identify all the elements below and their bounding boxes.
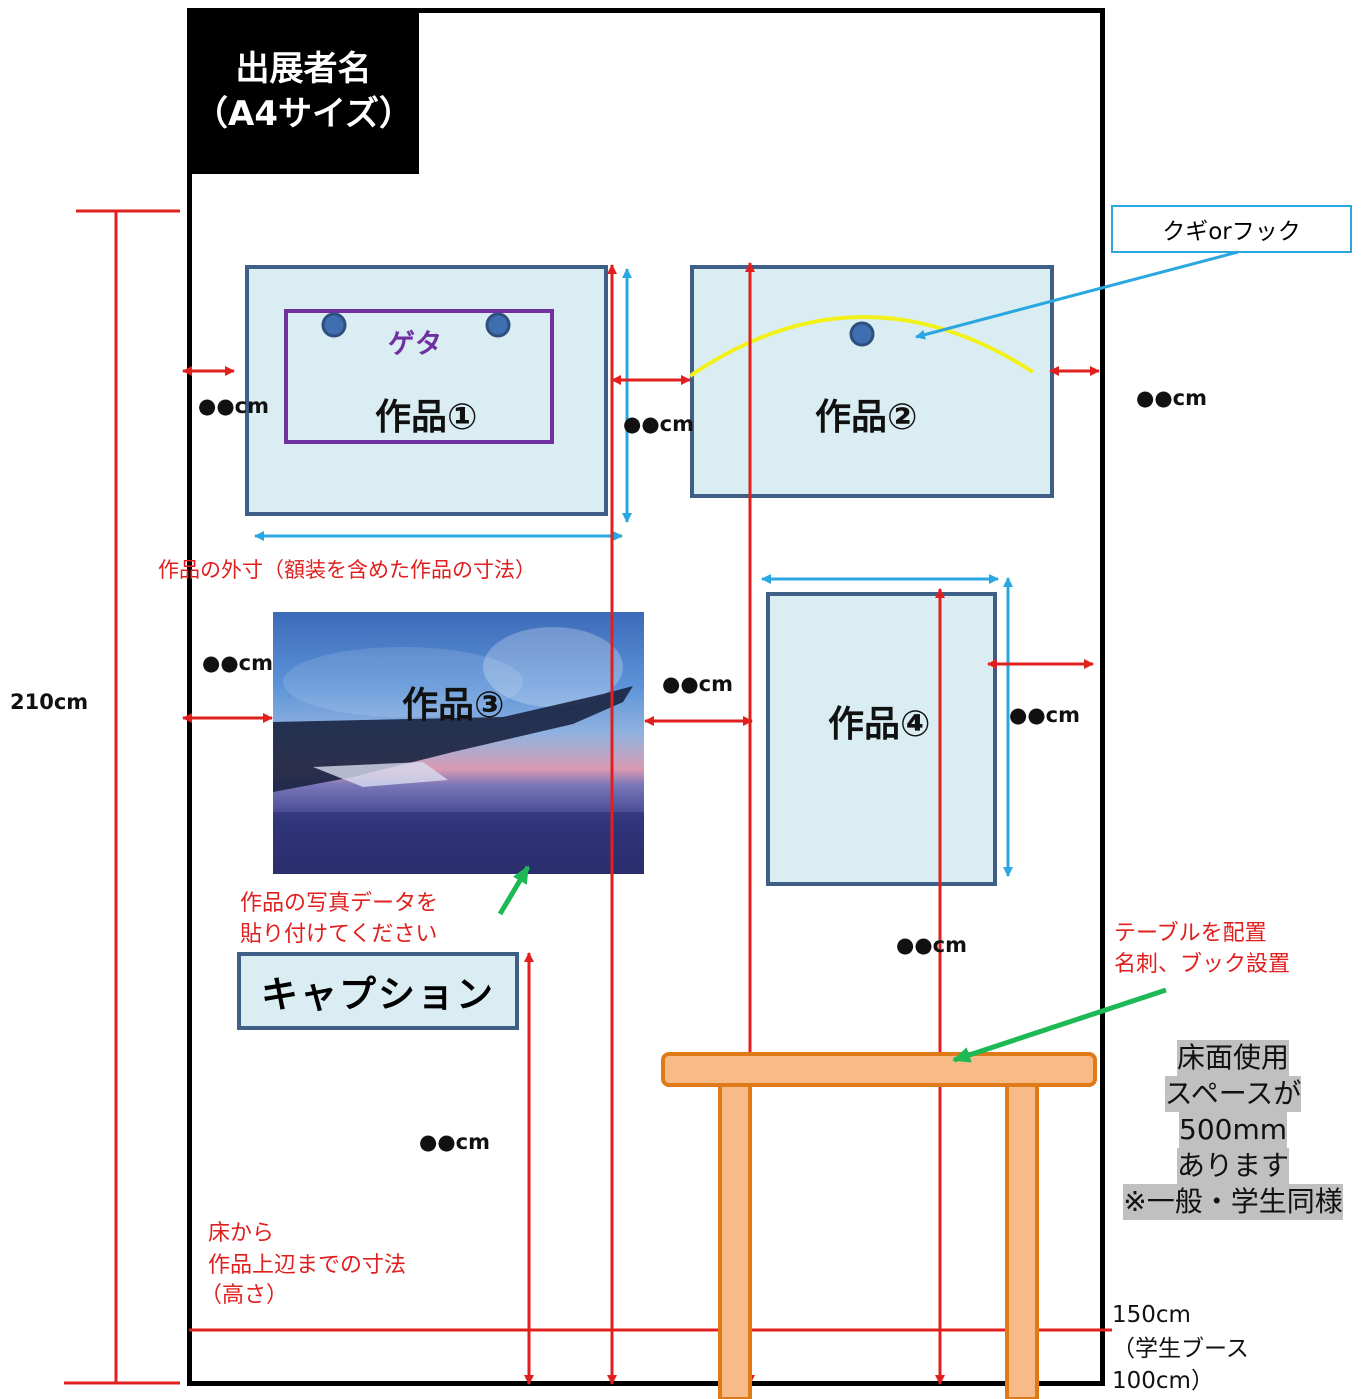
wall-panel — [187, 8, 1105, 1386]
gap-dimension: ●●cm — [198, 394, 269, 418]
floor-note-line: ※一般・学生同様 — [1123, 1184, 1343, 1220]
gap-dimension: ●●cm — [662, 672, 733, 696]
gap-dimension: ●●cm — [1136, 386, 1207, 410]
work-2-label: 作品② — [815, 397, 918, 438]
caption-box: キャプション — [237, 952, 519, 1030]
hanging-wire — [688, 315, 1035, 378]
work-1-frame — [245, 265, 608, 516]
exhibitor-name-plate: 出展者名 （A4サイズ） — [188, 9, 419, 174]
exhibitor-name-label: 出展者名 — [235, 48, 372, 89]
geta-label: ゲタ — [388, 329, 442, 360]
table-leg — [718, 1081, 752, 1399]
work-1-label: 作品① — [375, 397, 478, 438]
wall-height-label: 210cm — [10, 690, 89, 714]
gap-dimension: ●●cm — [1009, 703, 1080, 727]
floor-note-line1: 床から — [208, 1221, 275, 1246]
nail-icon — [485, 312, 511, 338]
student-booth-label: （学生ブース — [1112, 1336, 1249, 1362]
photo-note-line1: 作品の写真データを — [240, 891, 439, 916]
floor-note-line: あります — [1176, 1148, 1289, 1184]
geta-frame — [284, 309, 554, 444]
photo-note-line2: 貼り付けてください — [240, 922, 438, 947]
work-4-frame — [766, 592, 997, 886]
gap-dimension: ●●cm — [419, 1130, 490, 1154]
nail-icon — [321, 312, 347, 338]
table-top — [661, 1052, 1097, 1087]
height-150cm-label: 150cm — [1112, 1302, 1191, 1328]
exhibitor-name-size: （A4サイズ） — [194, 93, 413, 134]
work-3-label: 作品③ — [402, 685, 505, 726]
nail-icon — [849, 321, 875, 347]
floor-note-line2: 作品上辺までの寸法 — [208, 1253, 407, 1278]
photo-pointer-arrow — [497, 865, 531, 916]
floor-note-line: 床面使用 — [1176, 1040, 1289, 1076]
work-3-photo — [273, 612, 644, 874]
table-note-line1: テーブルを配置 — [1114, 921, 1267, 946]
gap-dimension: ●●cm — [202, 651, 273, 675]
floor-note-line3: （高さ） — [200, 1283, 289, 1308]
student-booth-height: 100cm） — [1112, 1368, 1214, 1394]
table-pointer-arrow — [952, 987, 1167, 1063]
floor-note-line: スペースが — [1164, 1076, 1302, 1112]
floor-note-line: 500mm — [1179, 1112, 1287, 1148]
hook-pointer-arrow — [915, 250, 1239, 340]
floor-space-note: 床面使用 スペースが 500mm あります ※一般・学生同様 — [1102, 1040, 1364, 1220]
outer-size-note: 作品の外寸（額装を含めた作品の寸法） — [158, 558, 536, 582]
airplane-wing-image — [273, 627, 644, 874]
work-4-label: 作品④ — [828, 704, 931, 745]
table-leg — [1005, 1081, 1039, 1399]
hook-label-box: クギorフック — [1111, 205, 1352, 253]
gap-dimension: ●●cm — [623, 412, 694, 436]
table-note-line2: 名刺、ブック設置 — [1114, 952, 1291, 977]
gap-dimension: ●●cm — [896, 933, 967, 957]
